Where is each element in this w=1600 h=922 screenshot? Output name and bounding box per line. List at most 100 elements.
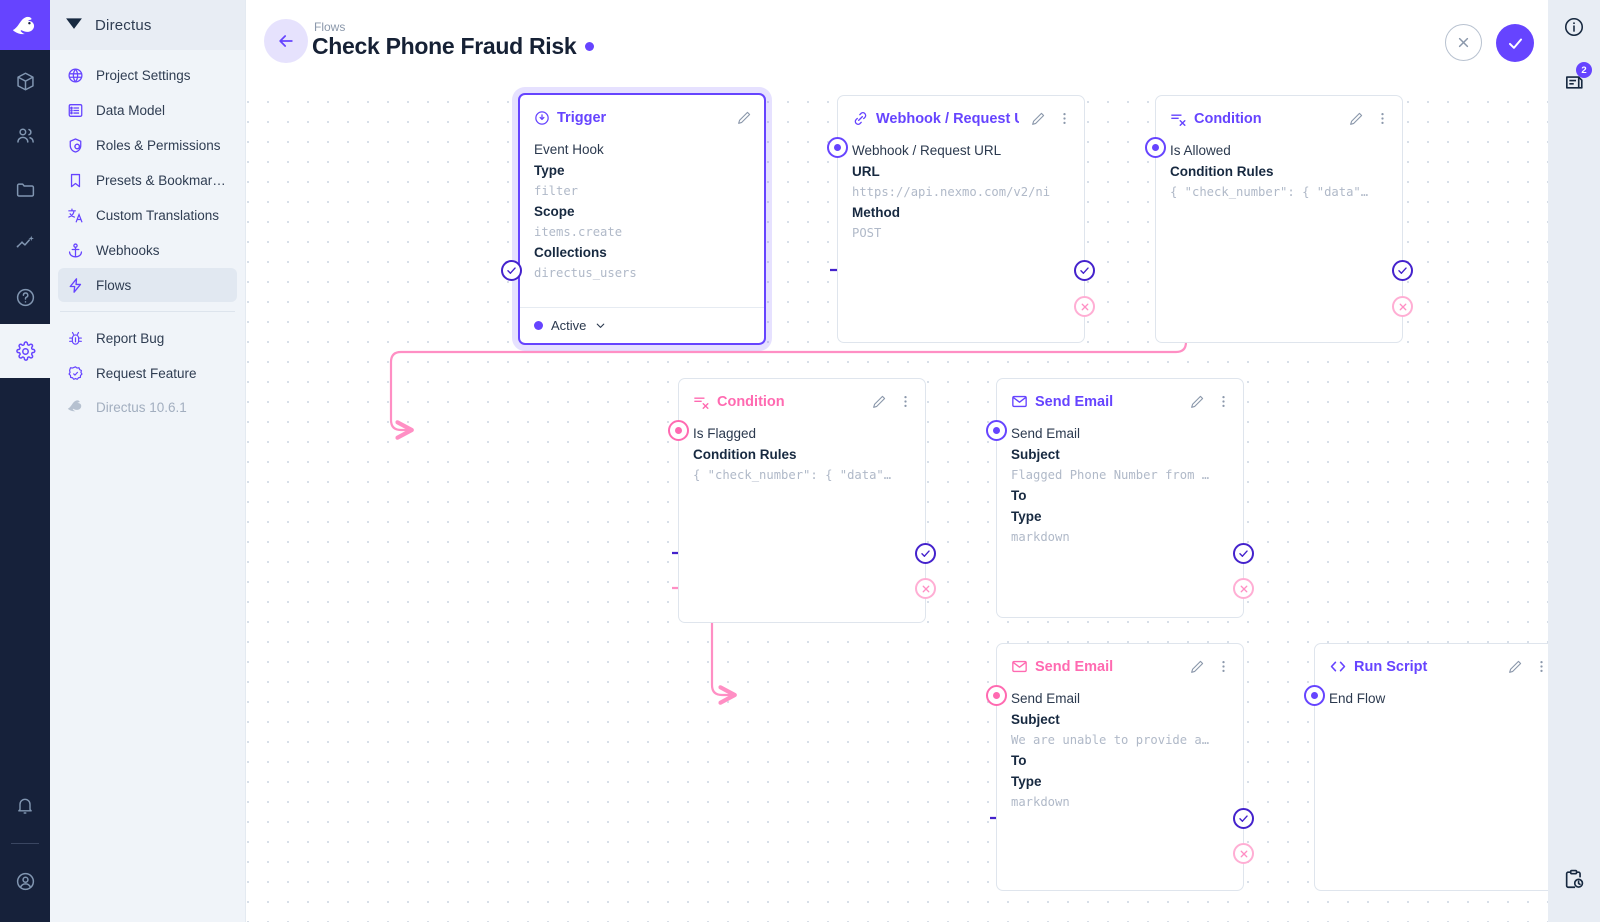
port-success-trigger[interactable]: [501, 260, 522, 281]
insights-icon[interactable]: [0, 216, 50, 270]
folder-icon[interactable]: [0, 162, 50, 216]
flow-node-condition-allowed[interactable]: Condition Is Allowed Condition Rules { "…: [1155, 95, 1403, 343]
save-button[interactable]: [1496, 24, 1534, 62]
edit-pencil-icon[interactable]: [1030, 111, 1046, 127]
node-body: Is Allowed Condition Rules { "check_numb…: [1156, 141, 1402, 212]
port-success-webhook[interactable]: [1074, 260, 1095, 281]
more-options-icon[interactable]: [898, 394, 913, 409]
edit-pencil-icon[interactable]: [1189, 659, 1205, 675]
sidebar-item-label: Custom Translations: [96, 207, 220, 223]
node-body: End Flow: [1315, 689, 1561, 719]
field-value: We are unable to provide a…: [1011, 733, 1210, 747]
port-input-condition-allowed[interactable]: [1145, 137, 1166, 158]
node-main-label: Send Email: [1011, 426, 1081, 441]
more-options-icon[interactable]: [1216, 659, 1231, 674]
node-header: Condition: [679, 379, 925, 424]
gear-icon[interactable]: [0, 324, 50, 378]
node-body: Send Email Subject Flagged Phone Number …: [997, 424, 1243, 557]
version-label-row: Directus 10.6.1: [50, 390, 245, 424]
port-success-send-email-unable[interactable]: [1233, 808, 1254, 829]
edit-pencil-icon[interactable]: [736, 110, 752, 126]
sidebar-item-custom-translations[interactable]: Custom Translations: [58, 198, 237, 232]
edit-pencil-icon[interactable]: [1348, 111, 1364, 127]
sidebar-header[interactable]: Directus: [50, 0, 245, 50]
more-options-icon[interactable]: [1375, 111, 1390, 126]
code-icon: [1329, 659, 1347, 674]
info-icon[interactable]: [1548, 0, 1600, 54]
sidebar-item-label: Webhooks: [96, 242, 160, 258]
shield-icon: [66, 136, 85, 155]
port-success-condition-flagged[interactable]: [915, 543, 936, 564]
field-value: POST: [852, 226, 882, 240]
port-reject-send-email-flagged[interactable]: [1233, 578, 1254, 599]
flow-node-send-email-flagged[interactable]: Send Email Send Email Subject Flagged Ph…: [996, 378, 1244, 618]
edit-pencil-icon[interactable]: [1507, 659, 1523, 675]
port-reject-send-email-unable[interactable]: [1233, 843, 1254, 864]
more-options-icon[interactable]: [1216, 394, 1231, 409]
port-reject-condition-flagged[interactable]: [915, 578, 936, 599]
account-icon[interactable]: [0, 854, 50, 908]
flow-node-send-email-unable[interactable]: Send Email Send Email Subject We are una…: [996, 643, 1244, 891]
port-input-condition-flagged[interactable]: [668, 420, 689, 441]
sidebar-item-webhooks[interactable]: Webhooks: [58, 233, 237, 267]
sidebar-item-label: Request Feature: [96, 365, 197, 381]
sidebar-item-flows[interactable]: Flows: [58, 268, 237, 302]
edit-pencil-icon[interactable]: [1189, 394, 1205, 410]
field-label: To: [1011, 488, 1027, 503]
trigger-status-toggle[interactable]: Active: [520, 307, 764, 343]
directus-logo[interactable]: [0, 0, 50, 50]
cancel-button[interactable]: [1445, 24, 1482, 61]
field-value: markdown: [1011, 795, 1070, 809]
logs-icon[interactable]: 2: [1548, 54, 1600, 108]
sidebar-item-request-feature[interactable]: Request Feature: [58, 356, 237, 390]
sidebar-item-roles-permissions[interactable]: Roles & Permissions: [58, 128, 237, 162]
breadcrumb[interactable]: Flows: [314, 20, 346, 34]
cube-icon[interactable]: [0, 54, 50, 108]
condition-rule-icon: [1170, 112, 1187, 126]
node-title: Trigger: [557, 109, 607, 126]
field-value: items.create: [534, 225, 623, 239]
flow-node-condition-flagged[interactable]: Condition Is Flagged Condition Rules { "…: [678, 378, 926, 623]
activity-clipboard-icon[interactable]: [1548, 852, 1600, 906]
back-button[interactable]: [264, 19, 308, 63]
flow-node-trigger[interactable]: Trigger Event Hook Type filter Scope ite…: [518, 93, 766, 345]
help-icon[interactable]: [0, 270, 50, 324]
field-label: Collections: [534, 245, 607, 260]
port-input-webhook[interactable]: [827, 137, 848, 158]
port-success-send-email-flagged[interactable]: [1233, 543, 1254, 564]
more-options-icon[interactable]: [1057, 111, 1072, 126]
users-icon[interactable]: [0, 108, 50, 162]
port-reject-webhook[interactable]: [1074, 296, 1095, 317]
flow-node-webhook[interactable]: Webhook / Request U Webhook / Request UR…: [837, 95, 1085, 343]
sidebar-item-project-settings[interactable]: Project Settings: [58, 58, 237, 92]
translate-icon: [66, 206, 85, 225]
node-title: Condition: [717, 393, 785, 410]
port-reject-condition-allowed[interactable]: [1392, 296, 1413, 317]
port-input-run-script[interactable]: [1304, 685, 1325, 706]
field-value: { "check_number": { "data"…: [1170, 185, 1369, 199]
port-input-send-email-unable[interactable]: [986, 685, 1007, 706]
field-label: Type: [1011, 509, 1042, 524]
sidebar-item-data-model[interactable]: Data Model: [58, 93, 237, 127]
field-label: Type: [1011, 774, 1042, 789]
bell-icon[interactable]: [0, 779, 50, 833]
edit-pencil-icon[interactable]: [871, 394, 887, 410]
field-label: Condition Rules: [693, 447, 797, 462]
node-title: Send Email: [1035, 393, 1114, 410]
flow-node-run-script[interactable]: Run Script End Flow: [1314, 643, 1562, 891]
sidebar-item-label: Report Bug: [96, 330, 165, 346]
field-value: filter: [534, 184, 579, 198]
sidebar-item-presets-bookmarks[interactable]: Presets & Bookmar…: [58, 163, 237, 197]
more-options-icon[interactable]: [1534, 659, 1549, 674]
version-label: Directus 10.6.1: [96, 399, 187, 415]
port-success-condition-allowed[interactable]: [1392, 260, 1413, 281]
flow-canvas-area[interactable]: Trigger Event Hook Type filter Scope ite…: [246, 0, 1600, 922]
port-input-send-email-flagged[interactable]: [986, 420, 1007, 441]
field-label: Subject: [1011, 447, 1060, 462]
mail-icon: [1011, 393, 1028, 410]
sidebar-item-list: Project Settings Data Model Roles & Perm…: [50, 50, 245, 302]
status-dot: [534, 321, 543, 330]
sidebar-item-report-bug[interactable]: Report Bug: [58, 321, 237, 355]
sidebar-footer-list: Report Bug Request Feature: [50, 321, 245, 390]
node-header: Condition: [1156, 96, 1402, 141]
